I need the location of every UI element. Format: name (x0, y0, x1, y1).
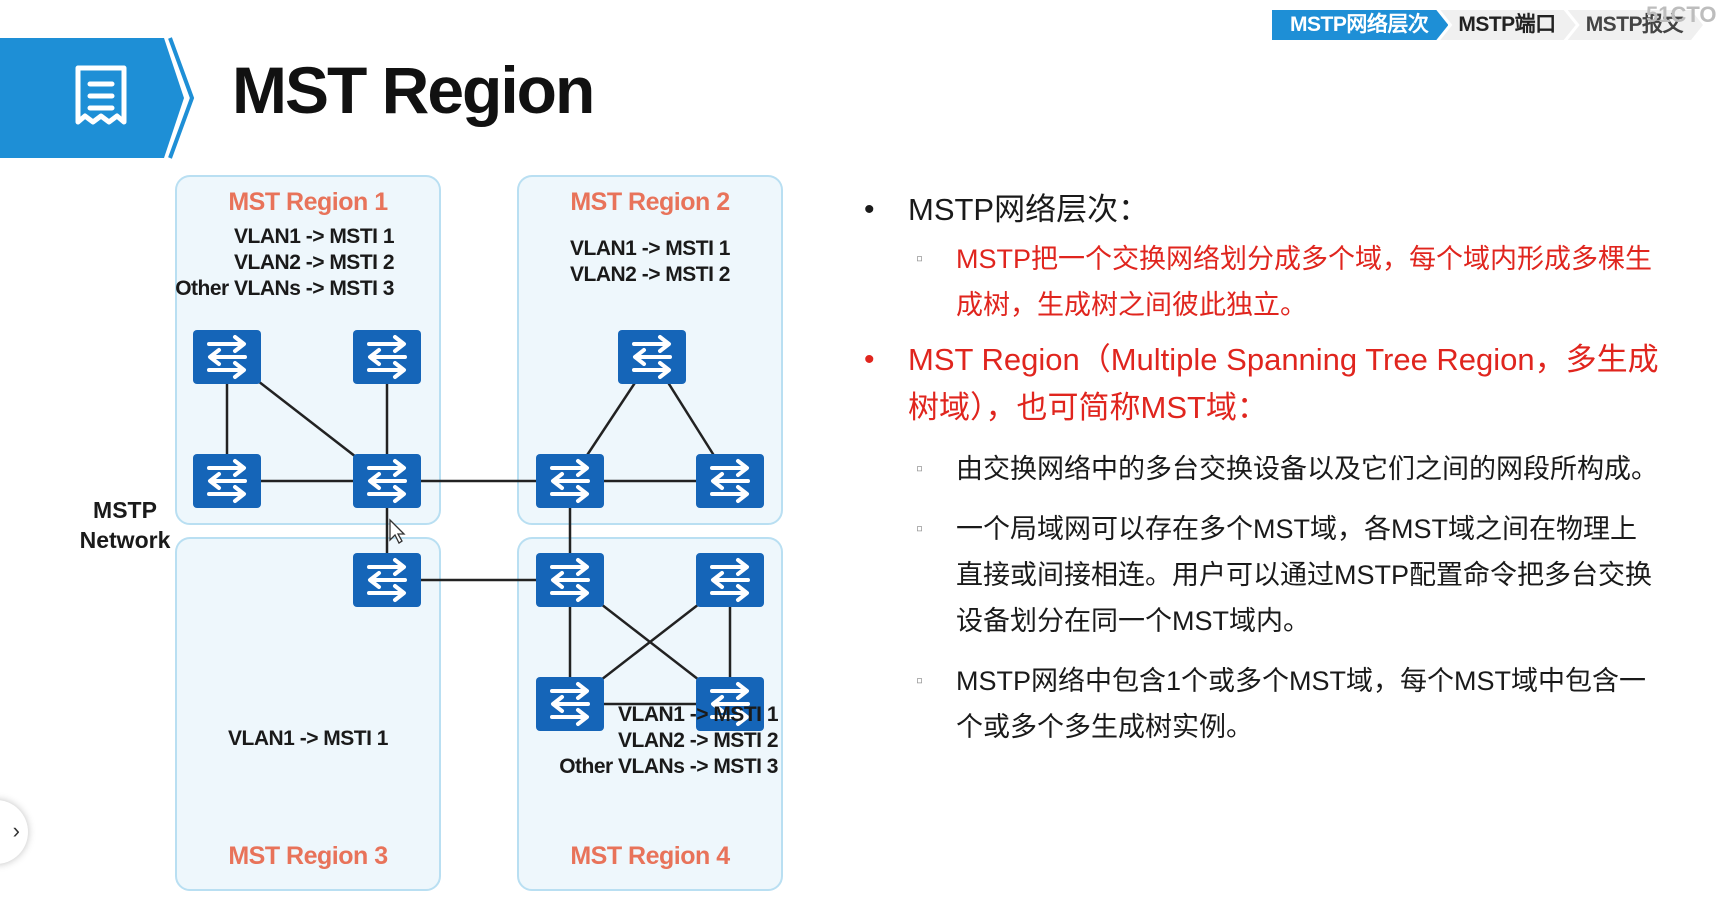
watermark-logo: 51CTO (1646, 2, 1717, 27)
region-1-title: MST Region 1 (228, 188, 388, 216)
sub-bullet: ▫ 由交换网络中的多台交换设备以及它们之间的网段所构成。 (860, 446, 1660, 492)
switch-icon (534, 551, 606, 609)
switch-icon (351, 551, 423, 609)
switch-icon (191, 328, 263, 386)
region-3-title: MST Region 3 (228, 842, 388, 870)
region-4-box (517, 537, 783, 891)
sub-bullet-dot-icon: ▫ (916, 248, 924, 270)
sub-bullet-dot-icon: ▫ (916, 458, 924, 480)
breadcrumb: MSTP网络层次 MSTP端口 MSTP报文 (1272, 10, 1703, 40)
content-bullets: • MSTP网络层次： ▫ MSTP把一个交换网络划分成多个域，每个域内形成多棵… (860, 186, 1660, 750)
switch-icon (191, 452, 263, 510)
region-4-title: MST Region 4 (570, 842, 730, 870)
switch-icon (351, 328, 423, 386)
bullet-dot-icon: • (864, 193, 875, 226)
prev-slide-button[interactable]: › (0, 800, 28, 864)
mstp-network-label: MSTP Network (79, 497, 171, 553)
region-1-box (175, 175, 441, 525)
region-1-mappings: VLAN1 -> MSTI 1 VLAN2 -> MSTI 2 Other VL… (175, 225, 394, 300)
switch-icon (616, 328, 688, 386)
switch-icon (534, 452, 606, 510)
region-3-mappings: VLAN1 -> MSTI 1 (228, 727, 388, 750)
sub-bullet: ▫ MSTP把一个交换网络划分成多个域，每个域内形成多棵生成树，生成树之间彼此独… (860, 236, 1660, 328)
region-4-mappings: VLAN1 -> MSTI 1 VLAN2 -> MSTI 2 Other VL… (559, 703, 778, 778)
document-icon (75, 65, 127, 125)
bullet-dot-icon: • (864, 343, 875, 376)
crumb-mstp-packet[interactable]: MSTP报文 (1568, 10, 1703, 40)
bullet-mstp-hierarchy: • MSTP网络层次： (860, 186, 1660, 234)
region-2-mappings: VLAN1 -> MSTI 1 VLAN2 -> MSTI 2 (570, 237, 730, 286)
crumb-mstp-port[interactable]: MSTP端口 (1440, 10, 1575, 40)
sub-bullet-dot-icon: ▫ (916, 518, 924, 540)
switch-icon (694, 452, 766, 510)
mouse-cursor-icon (389, 518, 406, 544)
chevron-right-icon: › (12, 818, 20, 843)
crumb-mstp-network[interactable]: MSTP网络层次 (1272, 10, 1448, 40)
switch-icon (694, 551, 766, 609)
sub-bullet: ▫ 一个局域网可以存在多个MST域，各MST域之间在物理上直接或间接相连。用户可… (860, 506, 1660, 644)
sub-bullet: ▫ MSTP网络中包含1个或多个MST域，每个MST域中包含一个或多个多生成树实… (860, 658, 1660, 750)
title-banner (0, 37, 200, 159)
sub-bullet-dot-icon: ▫ (916, 670, 924, 692)
switch-icon (351, 452, 423, 510)
mst-network-diagram: MST Region 1 VLAN1 -> MSTI 1 VLAN2 -> MS… (70, 172, 790, 898)
page-title: MST Region (232, 53, 595, 127)
region-3-box (175, 537, 441, 891)
bullet-mst-region: • MST Region（Multiple Spanning Tree Regi… (860, 336, 1660, 432)
region-2-title: MST Region 2 (570, 188, 730, 216)
